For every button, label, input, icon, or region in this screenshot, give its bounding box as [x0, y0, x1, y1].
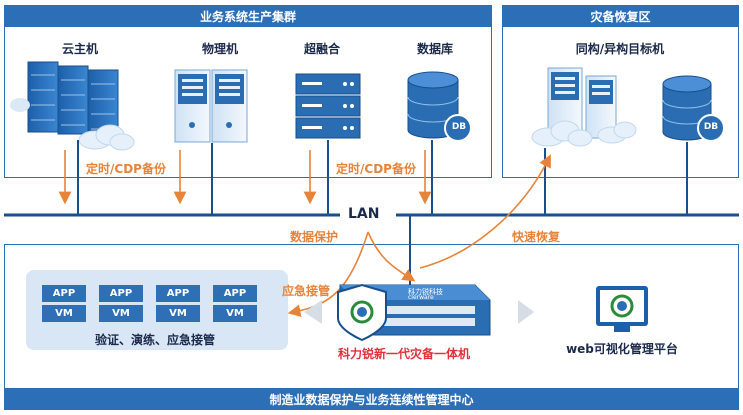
- vm-vm-label: VM: [213, 305, 257, 322]
- monitor-icon: [596, 286, 648, 332]
- hci-label: 超融合: [303, 42, 340, 56]
- vm-vm-label: VM: [99, 305, 143, 322]
- vm-vm-label: VM: [42, 305, 86, 322]
- lan-label: LAN: [348, 206, 380, 222]
- target-machine-label: 同构/异构目标机: [575, 42, 665, 56]
- vm-box-2: APP VM: [99, 285, 143, 323]
- emergency-takeover-label: 应急接管: [282, 284, 331, 298]
- dr-zone-title: 灾备恢复区: [502, 5, 739, 27]
- appliance-brand-en: clerware: [408, 294, 434, 301]
- appliance-icon: [337, 283, 491, 342]
- cloud-host-icon: [10, 61, 135, 151]
- vm-app-label: APP: [213, 285, 257, 302]
- dr-target-icon: [531, 67, 725, 147]
- data-protection-label: 数据保护: [290, 230, 339, 244]
- vm-box-1: APP VM: [42, 285, 86, 323]
- physical-server-label: 物理机: [201, 42, 238, 56]
- vm-vm-label: VM: [156, 305, 200, 322]
- vm-box-4: APP VM: [213, 285, 257, 323]
- web-platform-label: web可视化管理平台: [566, 342, 678, 356]
- management-center-title: 制造业数据保护与业务连续性管理中心: [4, 388, 739, 410]
- physical-server-icon: [174, 69, 248, 143]
- appliance-caption: 科力锐新一代灾备一体机: [338, 347, 471, 361]
- vm-app-label: APP: [156, 285, 200, 302]
- vm-app-label: APP: [42, 285, 86, 302]
- validate-caption: 验证、演练、应急接管: [94, 333, 215, 347]
- hci-icon: [295, 73, 361, 139]
- database-icon: [407, 71, 472, 142]
- quick-recovery-label: 快速恢复: [512, 230, 561, 244]
- db-badge-primary: DB: [451, 122, 467, 132]
- backup-label-1: 定时/CDP备份: [86, 162, 166, 176]
- vm-app-label: APP: [99, 285, 143, 302]
- backup-label-2: 定时/CDP备份: [336, 162, 416, 176]
- production-cluster-title: 业务系统生产集群: [4, 5, 492, 27]
- db-badge-dr: DB: [703, 122, 719, 132]
- appliance-brand: 科力锐科技: [408, 288, 443, 296]
- vm-box-3: APP VM: [156, 285, 200, 323]
- database-label: 数据库: [416, 42, 453, 56]
- cloud-host-label: 云主机: [61, 42, 98, 56]
